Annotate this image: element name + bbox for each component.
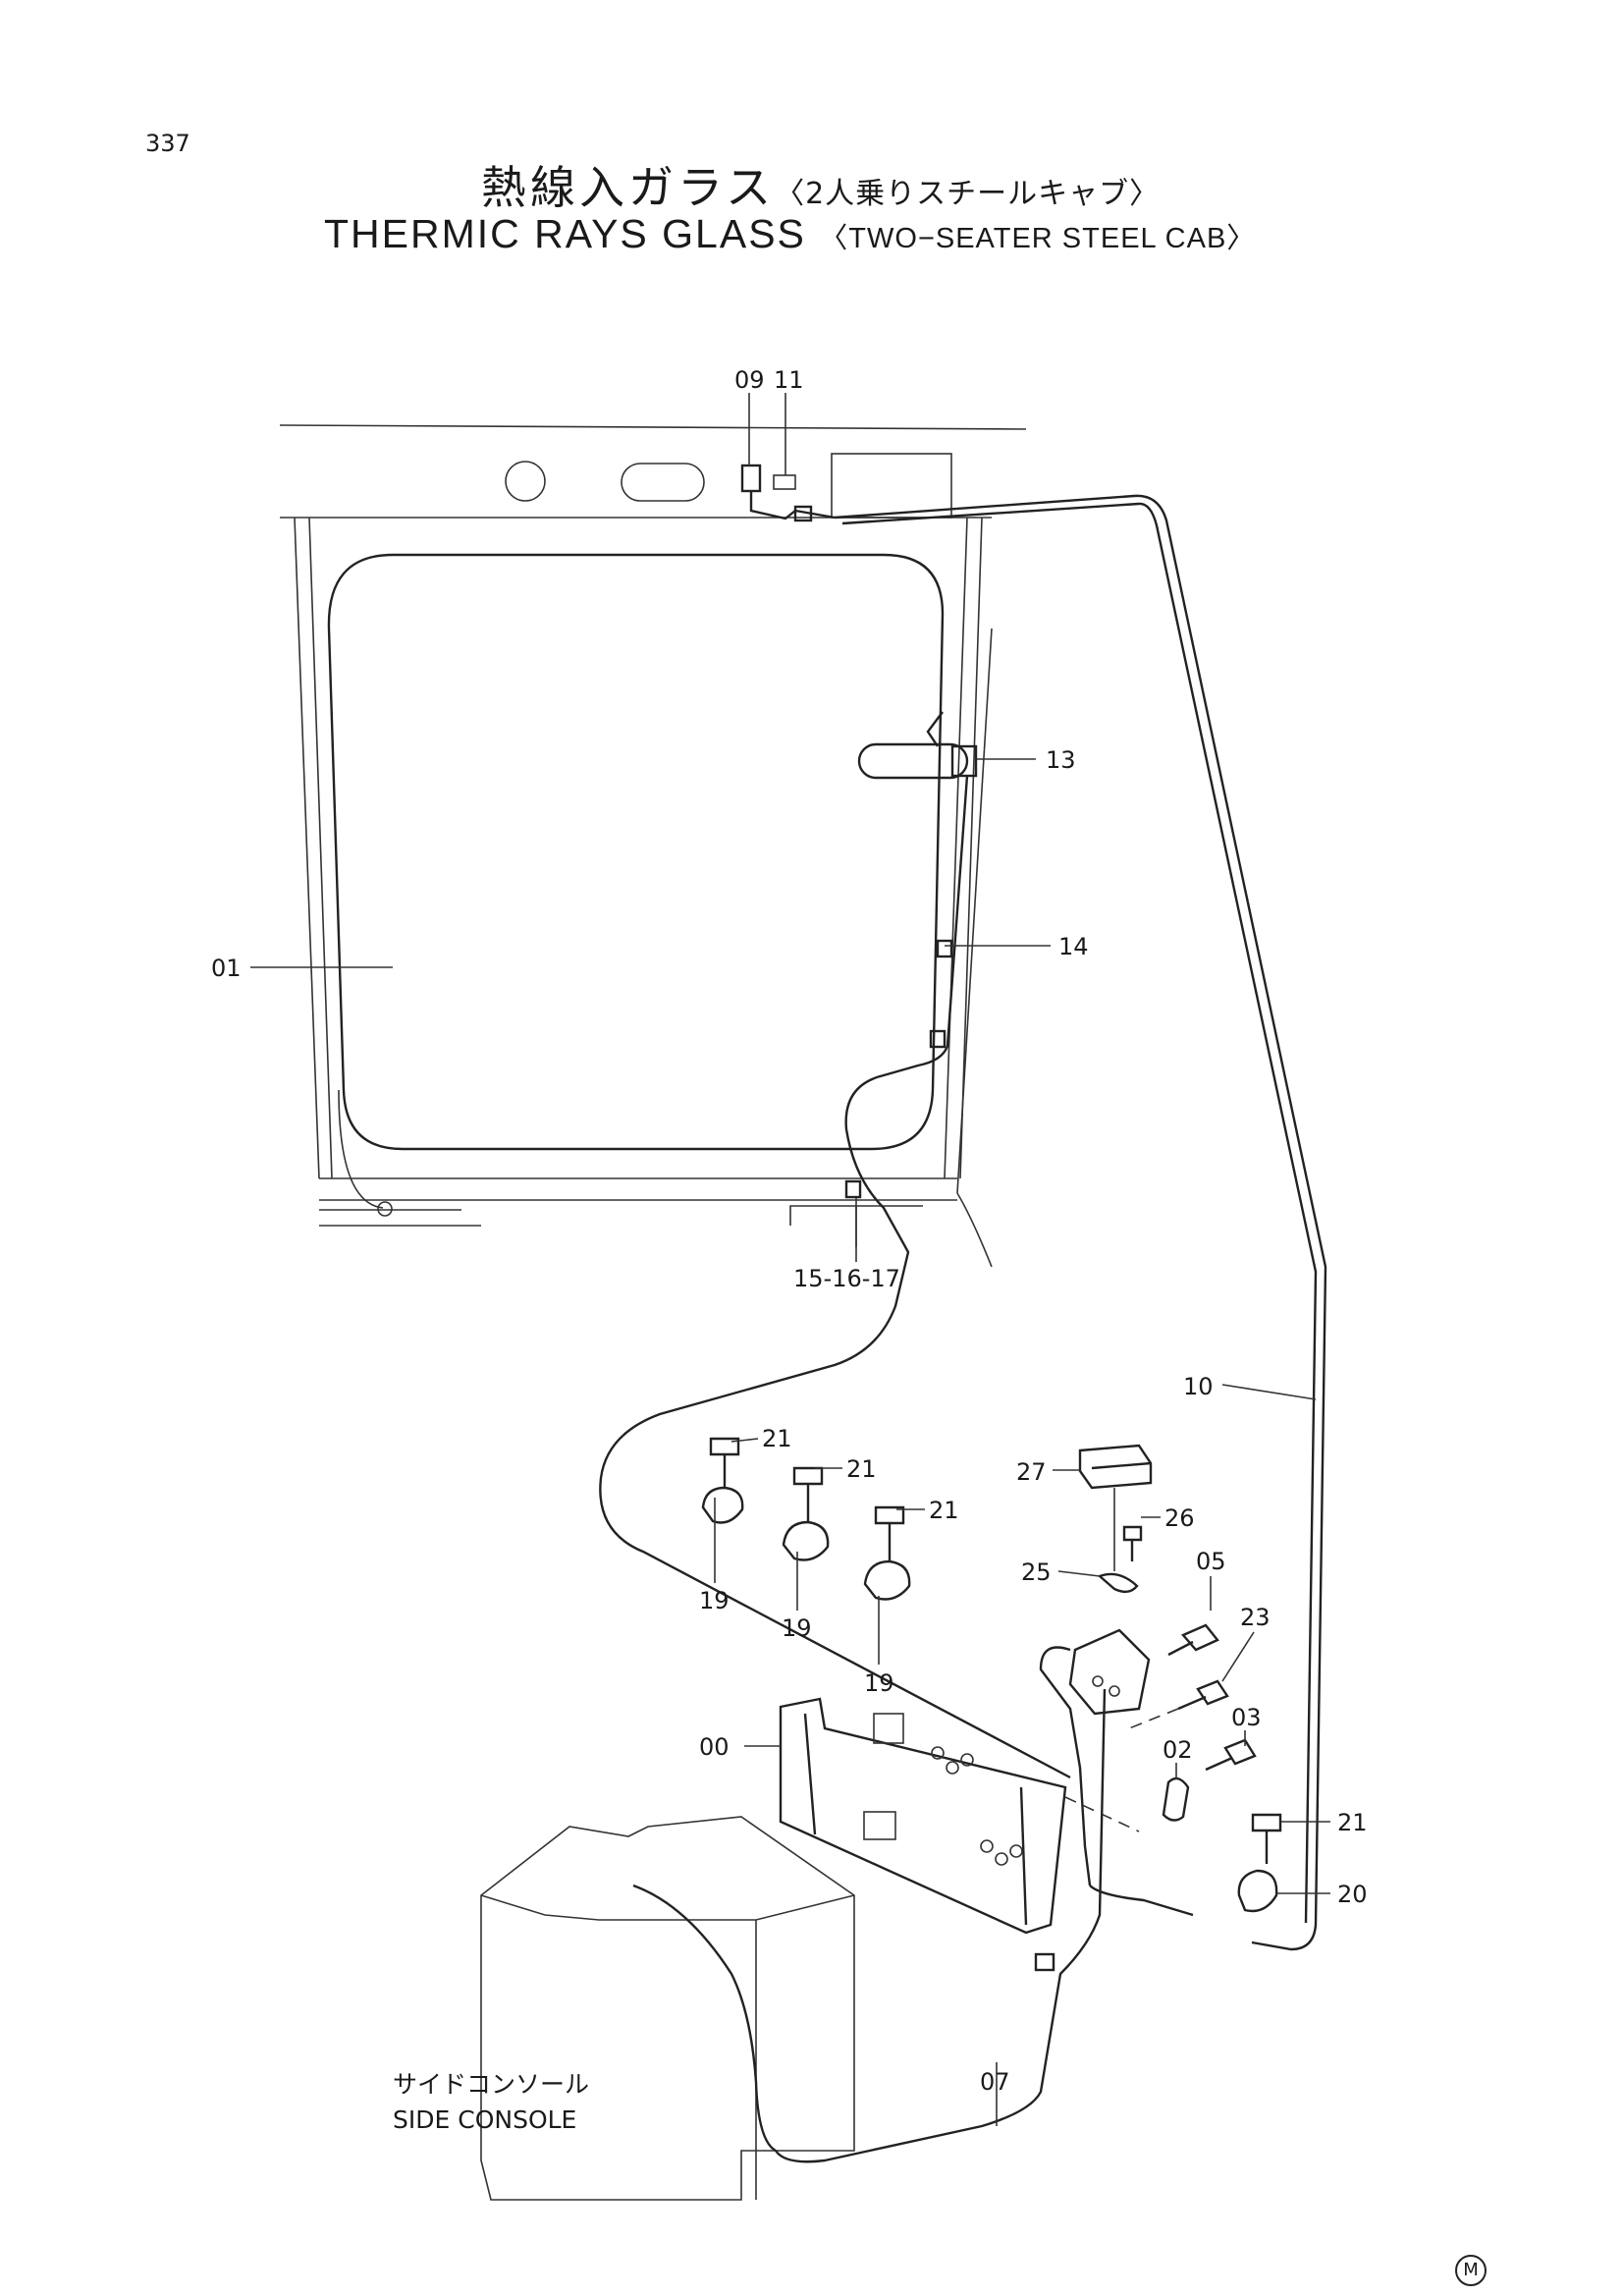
harness-14: [599, 775, 1071, 1779]
switch-13: [857, 711, 978, 780]
callout-19-c: 19: [864, 1669, 894, 1697]
title-english: THERMIC RAYS GLASS 〈TWO−SEATER STEEL CAB…: [324, 211, 1256, 257]
callout-26: 26: [1164, 1504, 1195, 1532]
callout-01: 01: [211, 955, 242, 982]
leader-lines: [250, 393, 1330, 2126]
callout-21-b: 21: [846, 1455, 877, 1483]
callout-13: 13: [1046, 746, 1076, 774]
callout-21-a: 21: [762, 1425, 792, 1452]
callout-11: 11: [774, 366, 804, 394]
callout-25: 25: [1021, 1558, 1052, 1586]
callout-02: 02: [1163, 1736, 1193, 1764]
relay-27: [1078, 1444, 1153, 1571]
bolts-and-clamps: [701, 1437, 1282, 1913]
title-japanese: 熱線入ガラス〈2人乗りスチールキャブ〉: [481, 152, 1160, 217]
callout-10: 10: [1183, 1373, 1214, 1400]
side-console-en: SIDE CONSOLE: [393, 2105, 577, 2134]
harness-10: [834, 494, 1327, 1951]
side-console-jp: サイドコンソール: [393, 2070, 590, 2099]
side-console-label: サイドコンソール SIDE CONSOLE: [393, 2067, 589, 2138]
title-jp-sub: 〈2人乗りスチールキャブ〉: [775, 177, 1161, 211]
callout-23: 23: [1240, 1604, 1271, 1631]
callout-00: 00: [699, 1733, 730, 1761]
title-en-main: THERMIC RAYS GLASS: [324, 211, 806, 256]
callout-09: 09: [734, 366, 765, 394]
side-console: [480, 1816, 855, 2201]
callout-03: 03: [1231, 1704, 1262, 1731]
harness-07: [775, 1688, 1107, 2163]
callout-21-c: 21: [929, 1497, 959, 1524]
callout-19-b: 19: [782, 1614, 812, 1642]
callout-14: 14: [1058, 933, 1089, 960]
callout-07: 07: [980, 2068, 1010, 2096]
connector-09: [740, 464, 762, 493]
callout-19-a: 19: [699, 1587, 730, 1614]
cab-frame: [279, 424, 1027, 1268]
title-jp-main: 熱線入ガラス: [481, 161, 776, 214]
circled-m-mark: M: [1455, 2255, 1487, 2286]
callout-labels: 09 11 13 01 14 15-16-17 10 21 21 21 27 2…: [211, 366, 1368, 2096]
callout-21-d: 21: [1337, 1809, 1368, 1836]
callout-15-16-17: 15-16-17: [793, 1265, 900, 1292]
glass-panel: [327, 553, 945, 1151]
callout-20: 20: [1337, 1881, 1368, 1908]
fuse-11: [773, 474, 796, 490]
callout-27: 27: [1016, 1458, 1047, 1486]
page-number: 337: [145, 130, 190, 157]
bracket-00: [779, 1697, 1140, 1935]
title-en-sub: 〈TWO−SEATER STEEL CAB〉: [819, 223, 1257, 254]
callout-05: 05: [1196, 1548, 1226, 1575]
terminal-block: [1039, 1628, 1194, 1917]
